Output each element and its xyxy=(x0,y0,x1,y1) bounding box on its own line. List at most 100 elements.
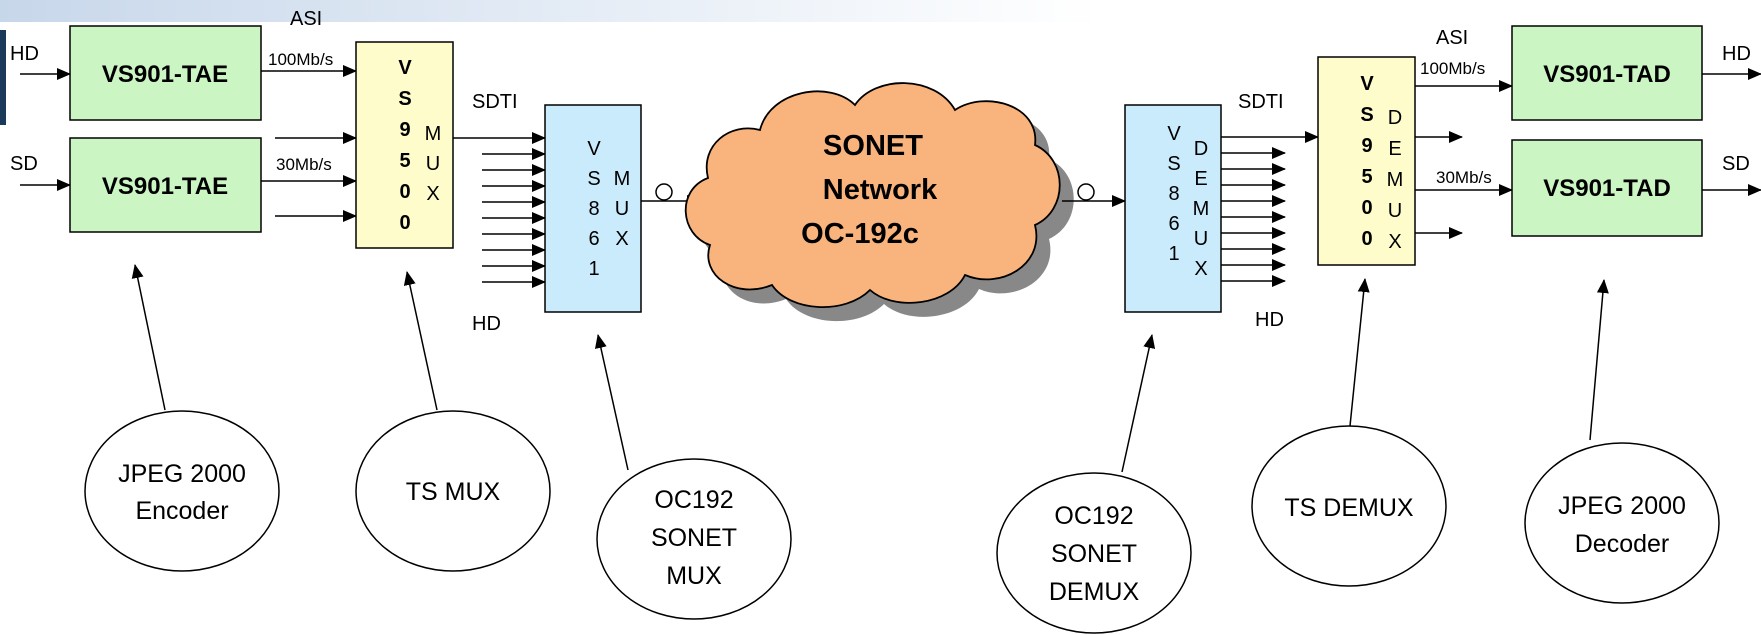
asi-label-right: ASI xyxy=(1436,27,1468,49)
sonet-demux-box xyxy=(1124,104,1222,313)
sonet-demux-block: V S 8 6 1 D E M U X xyxy=(1124,104,1222,313)
callout-ellipse xyxy=(1251,425,1447,587)
sonet-mux-char: 6 xyxy=(588,228,599,250)
network-title-line3: OC-192c xyxy=(801,218,919,250)
ts-mux-block: V S 9 5 0 0 M U X xyxy=(355,41,454,249)
asi-label-left: ASI xyxy=(290,8,322,30)
ts-demux-char: 5 xyxy=(1361,166,1372,188)
decoder-sd-block: VS901-TAD xyxy=(1511,139,1703,237)
callout-text: SONET xyxy=(651,524,737,552)
callout-ellipse xyxy=(596,458,792,620)
ts-mux-side-char: U xyxy=(426,153,440,175)
callout-text: JPEG 2000 xyxy=(118,460,246,488)
sonet-demux-side-char: M xyxy=(1193,198,1210,220)
sonet-demux-char: 6 xyxy=(1168,213,1179,235)
sonetmux-callout-pointer xyxy=(594,334,629,471)
decoder-sd-output-label: SD xyxy=(1722,153,1750,175)
cloud-body xyxy=(684,82,1061,308)
sonet-demux-char: 1 xyxy=(1168,243,1179,265)
callout-text: Decoder xyxy=(1575,530,1670,558)
ts-mux-char: 0 xyxy=(399,212,410,234)
callout-ts-mux: TS MUX xyxy=(355,410,551,572)
callout-ellipse xyxy=(355,410,551,572)
ts-demux-char: V xyxy=(1360,73,1374,95)
sonet-demux-char: S xyxy=(1167,153,1180,175)
sonet-demux-output-arrows xyxy=(1221,147,1286,287)
decoder-sd-box xyxy=(1511,139,1703,237)
ts-demux-char: 0 xyxy=(1361,228,1372,250)
ts-mux-side-char: M xyxy=(425,123,442,145)
sonet-mux-side-char: X xyxy=(615,228,628,250)
callout-ellipse xyxy=(996,472,1192,634)
callout-jpeg2000-encoder: JPEG 2000 Encoder xyxy=(84,410,280,572)
sonet-demux-side-char: U xyxy=(1194,228,1208,250)
decoder-hd-output-label: HD xyxy=(1722,43,1751,65)
optical-connector-left xyxy=(655,183,673,201)
sonet-mux-block: V S 8 6 1 M U X xyxy=(544,104,642,313)
callout-text: OC192 xyxy=(654,486,733,514)
sonet-mux-char: 8 xyxy=(588,198,599,220)
callout-text: TS DEMUX xyxy=(1284,494,1414,522)
encoder-sd-title: VS901-TAE xyxy=(102,173,228,200)
hd-label-left: HD xyxy=(472,313,501,335)
ts-demux-side-char: M xyxy=(1387,169,1404,191)
optical-connector-right xyxy=(1077,183,1095,201)
ts-mux-char: 0 xyxy=(399,181,410,203)
sonet-demux-char: 8 xyxy=(1168,183,1179,205)
encoder-callout-pointer xyxy=(131,264,166,411)
ts-demux-char: 0 xyxy=(1361,197,1372,219)
callout-ellipse xyxy=(1524,442,1720,604)
sonet-mux-side-char: U xyxy=(615,198,629,220)
network-title-line1: SONET xyxy=(823,130,923,162)
rate-sd-left: 30Mb/s xyxy=(276,155,332,174)
network-title-line2: Network xyxy=(823,174,938,206)
decoder-hd-title: VS901-TAD xyxy=(1543,61,1671,88)
decoder-hd-box xyxy=(1511,25,1703,121)
callout-oc192-sonet-mux: OC192 SONET MUX xyxy=(596,458,792,620)
ts-demux-side-char: U xyxy=(1388,200,1402,222)
sdti-label-right: SDTI xyxy=(1238,91,1284,113)
background-band xyxy=(0,0,1100,22)
sonet-demux-side-char: X xyxy=(1194,258,1207,280)
left-edge-strip xyxy=(0,30,6,125)
tsmux-callout-pointer xyxy=(403,271,438,411)
encoder-sd-input-label: SD xyxy=(10,153,38,175)
sonet-mux-input-arrows xyxy=(482,148,546,288)
encoder-hd-input-label: HD xyxy=(10,43,39,65)
ts-mux-char: 5 xyxy=(399,150,410,172)
sonet-demux-side-char: E xyxy=(1194,168,1207,190)
ts-demux-block: V S 9 5 0 0 D E M U X xyxy=(1317,56,1416,266)
callout-text: Encoder xyxy=(135,497,228,525)
ts-mux-box xyxy=(355,41,454,249)
decoder-hd-block: VS901-TAD xyxy=(1511,25,1703,121)
ts-demux-box xyxy=(1317,56,1416,266)
rate-hd-left: 100Mb/s xyxy=(268,50,333,69)
encoder-hd-block: VS901-TAE xyxy=(69,25,262,121)
sonet-mux-char: 1 xyxy=(588,258,599,280)
rate-hd-right: 100Mb/s xyxy=(1420,59,1485,78)
ts-demux-side-char: E xyxy=(1388,138,1401,160)
sonet-mux-box xyxy=(544,104,642,313)
rate-sd-right: 30Mb/s xyxy=(1436,168,1492,187)
ts-demux-char: S xyxy=(1360,104,1373,126)
encoder-sd-block: VS901-TAE xyxy=(69,137,262,233)
callout-text: SONET xyxy=(1051,540,1137,568)
ts-mux-char: S xyxy=(398,88,411,110)
sonet-demux-side-char: D xyxy=(1194,138,1208,160)
ts-demux-side-char: X xyxy=(1388,231,1401,253)
callout-ellipse xyxy=(84,410,280,572)
sonetdemux-callout-pointer xyxy=(1121,334,1156,473)
callout-text: MUX xyxy=(666,562,722,590)
decoder-callout-pointer xyxy=(1589,279,1609,441)
encoder-hd-title: VS901-TAE xyxy=(102,61,228,88)
callout-ts-demux: TS DEMUX xyxy=(1251,425,1447,587)
ts-demux-char: 9 xyxy=(1361,135,1372,157)
encoder-sd-box xyxy=(69,137,262,233)
ts-mux-char: V xyxy=(398,57,412,79)
decoder-sd-title: VS901-TAD xyxy=(1543,175,1671,202)
sdti-label-left: SDTI xyxy=(472,91,518,113)
callout-jpeg2000-decoder: JPEG 2000 Decoder xyxy=(1524,442,1720,604)
sonet-mux-char: S xyxy=(587,168,600,190)
